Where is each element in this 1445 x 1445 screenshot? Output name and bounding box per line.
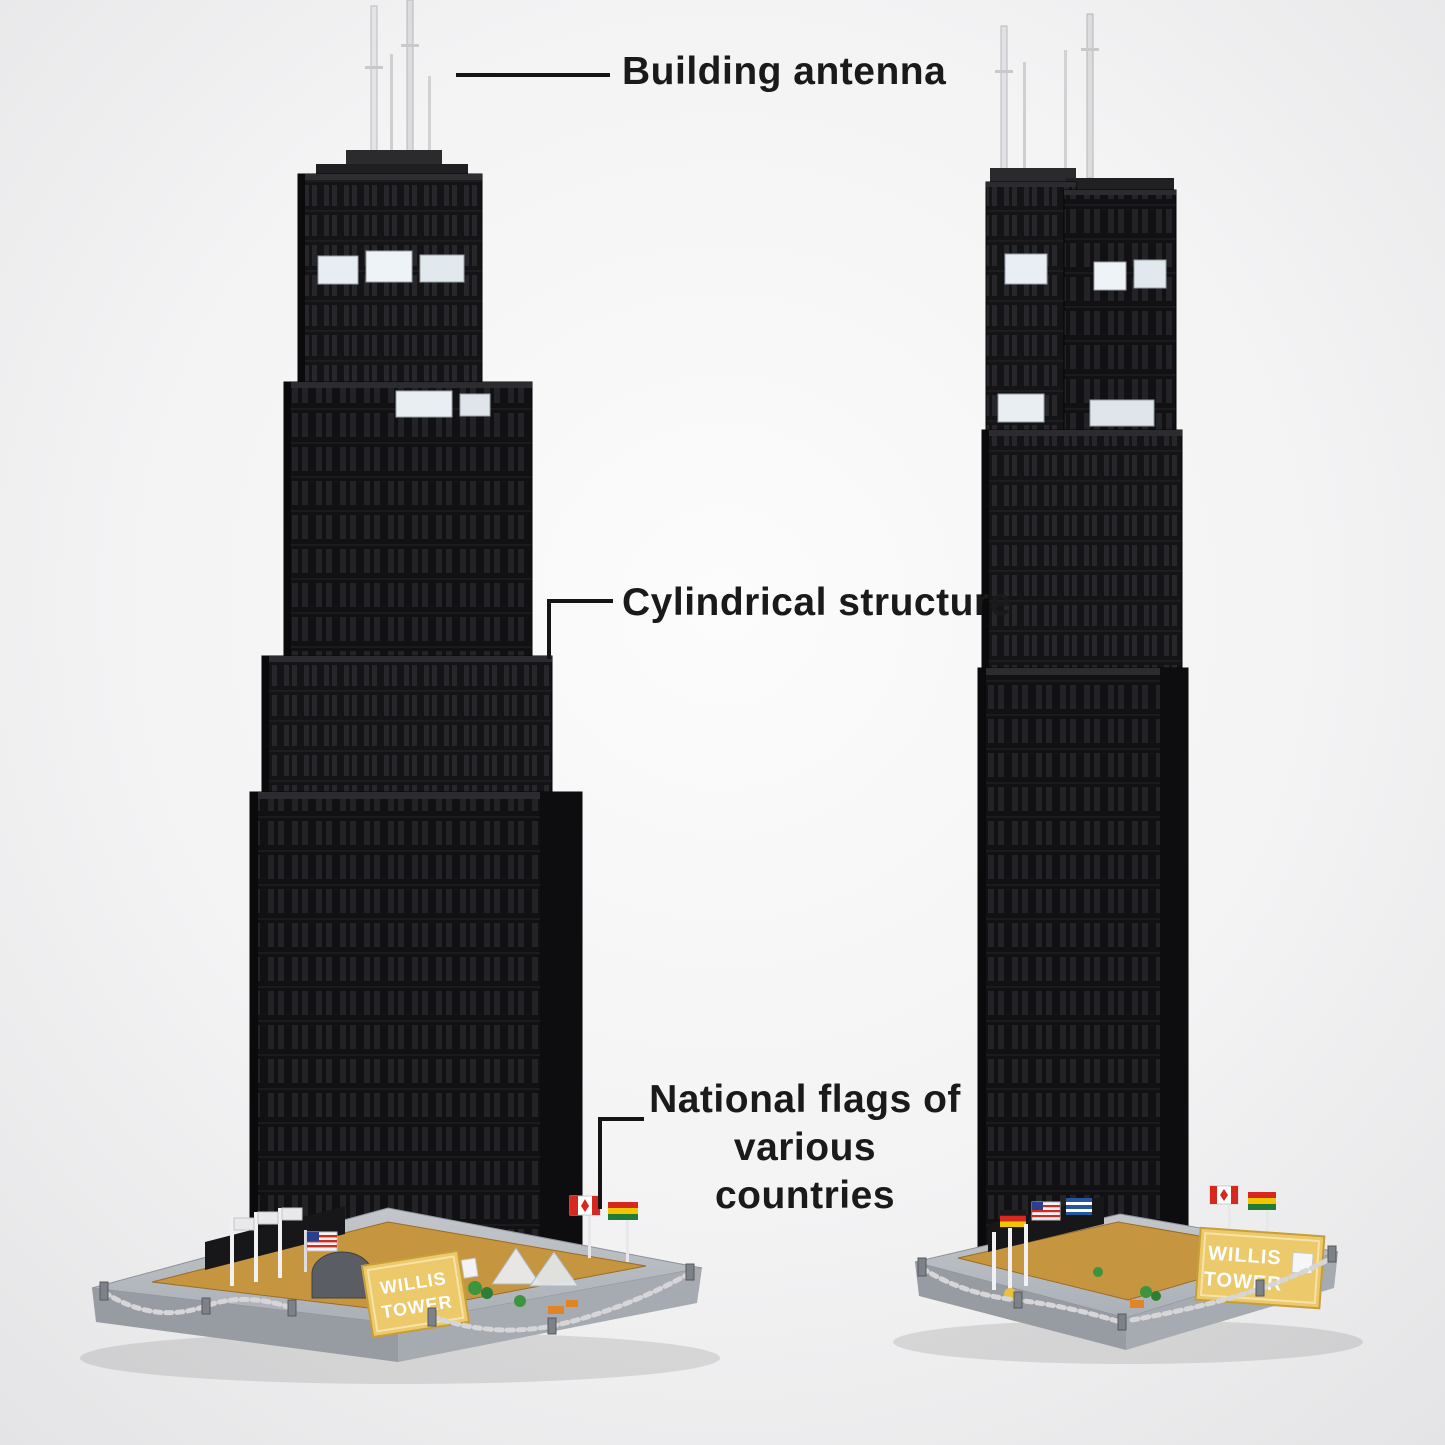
left-roof-block-2 — [316, 164, 468, 176]
left-back-wall — [205, 1206, 345, 1270]
left-tower-base-section — [249, 791, 583, 1245]
callout-line-antenna — [456, 73, 610, 77]
bolivia-flag-right-icon — [1248, 1192, 1276, 1210]
right-roof-block — [990, 168, 1076, 182]
label-cylindrical-structure: Cylindrical structure — [622, 581, 1012, 624]
right-roof-block-2 — [1066, 178, 1174, 190]
left-base: WILLIS TOWER — [91, 1195, 703, 1362]
willis-tower-sign-left: WILLIS TOWER — [360, 1249, 479, 1339]
callout-line-flags-horizontal — [598, 1117, 644, 1121]
right-tower-main-section — [977, 667, 1189, 1275]
germany-flag-icon — [1000, 1210, 1026, 1228]
bolivia-flag-icon — [608, 1202, 638, 1220]
glass-skylight — [491, 1247, 579, 1287]
willis-tower-sign-right: WILLIS TOWER — [1194, 1226, 1326, 1310]
right-sign-flags — [1209, 1185, 1276, 1238]
left-tower-upper-mid-section — [283, 381, 533, 663]
sign-right-line1: WILLIS — [1207, 1242, 1282, 1269]
right-base: WILLIS TOWER — [914, 1185, 1339, 1350]
left-flag-poles — [230, 1207, 303, 1286]
label-national-flags-line1: National flags of — [649, 1078, 961, 1121]
right-tower-top-section — [985, 181, 1177, 431]
right-tower-mid-section — [981, 429, 1183, 669]
left-roof-block — [346, 150, 442, 166]
canada-flag-right-icon — [1209, 1185, 1239, 1205]
canada-flag-icon — [569, 1195, 601, 1216]
left-tower-top-section — [297, 173, 483, 389]
right-model: WILLIS TOWER — [914, 13, 1339, 1350]
us-flag-right-icon — [1031, 1201, 1061, 1221]
us-flag-icon — [304, 1230, 338, 1272]
callout-line-flags-vertical — [598, 1117, 602, 1209]
left-tower-lower-mid-section — [261, 655, 553, 799]
right-chains — [917, 1245, 1337, 1331]
left-model: WILLIS TOWER — [91, 0, 703, 1362]
left-landscaping — [468, 1281, 578, 1314]
left-base-right-flags — [569, 1195, 638, 1262]
label-building-antenna: Building antenna — [622, 50, 947, 93]
greece-flag-icon — [1066, 1198, 1092, 1215]
label-national-flags-line2: various countries — [714, 1126, 896, 1217]
callout-line-structure-vertical — [547, 599, 551, 659]
left-chains — [99, 1263, 695, 1335]
label-national-flags: National flags of various countries — [640, 1076, 970, 1220]
right-landscaping — [1093, 1267, 1161, 1308]
right-antenna — [995, 13, 1099, 183]
callout-line-structure-horizontal — [547, 599, 613, 603]
